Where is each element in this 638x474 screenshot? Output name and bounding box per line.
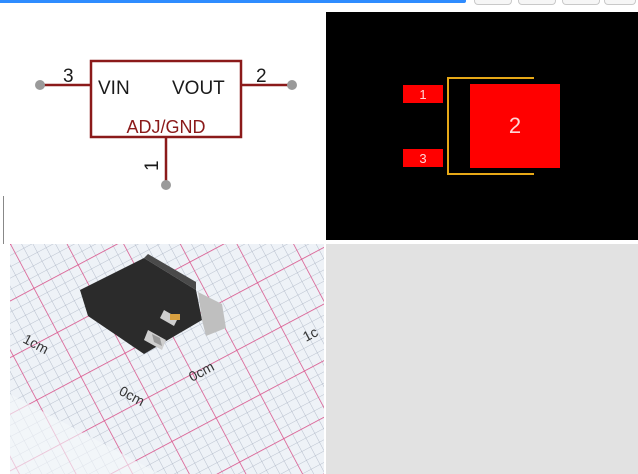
toolbar-button[interactable] <box>604 0 636 5</box>
chip-lead-gold <box>170 314 180 320</box>
pin-2-dot <box>287 80 297 90</box>
pin-3-number: 3 <box>63 66 74 87</box>
pad-1 <box>403 85 443 103</box>
pad-3 <box>403 149 443 167</box>
product-photo-image[interactable]: 1cm 0cm 0cm 1c <box>10 244 324 474</box>
pin-3-dot <box>35 80 45 90</box>
pin-label-vin: VIN <box>98 78 130 99</box>
empty-image-slot <box>326 244 638 474</box>
toolbar-button[interactable] <box>562 0 600 5</box>
pad-3-label: 3 <box>419 151 426 166</box>
toolbar-button[interactable] <box>474 0 512 5</box>
toolbar-button[interactable] <box>518 0 556 5</box>
pin-label-adj-gnd: ADJ/GND <box>126 117 205 137</box>
chip-tab <box>198 292 226 336</box>
pin-1-number: 1 <box>142 160 163 171</box>
ruler-label-1c: 1c <box>300 324 321 345</box>
photo-svg: 1cm 0cm 0cm 1c <box>10 244 324 474</box>
pad-2 <box>470 84 560 168</box>
chip-lead-2 <box>160 310 178 326</box>
carousel-prev-handle[interactable] <box>0 196 4 244</box>
pcb-footprint-image[interactable]: 1 3 2 <box>326 12 638 240</box>
pin-1-dot <box>161 180 171 190</box>
pin-2-number: 2 <box>256 66 267 87</box>
pad-2-label: 2 <box>509 113 521 138</box>
silkscreen-outline <box>447 77 534 175</box>
pad-1-label: 1 <box>419 87 426 102</box>
schematic-symbol-image[interactable]: 3 VIN VOUT 2 ADJ/GND 1 <box>10 12 324 240</box>
chip-body <box>80 258 202 354</box>
schematic-svg: 3 VIN VOUT 2 ADJ/GND 1 <box>35 59 297 190</box>
top-toolbar <box>0 0 638 10</box>
pin-label-vout: VOUT <box>172 78 225 99</box>
footprint-svg: 1 3 2 <box>403 77 560 175</box>
active-tab-indicator <box>0 0 466 3</box>
